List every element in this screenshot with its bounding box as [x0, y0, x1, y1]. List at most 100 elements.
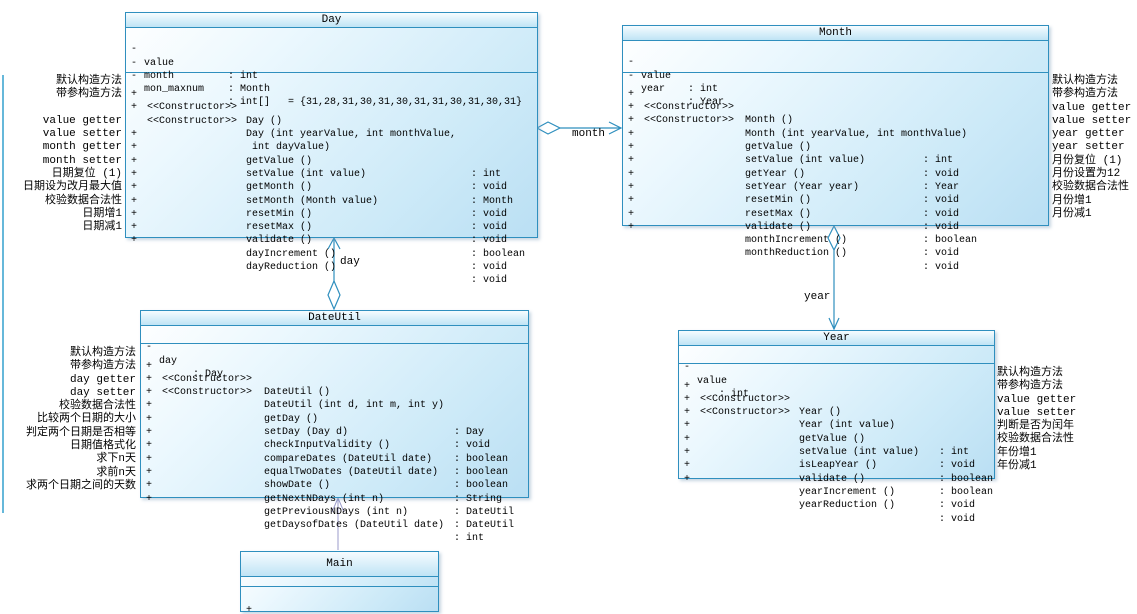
visibility-symbol: +: [131, 182, 138, 194]
attribute-name: year: [641, 83, 666, 95]
method-return-type: : void: [923, 208, 960, 220]
method-name: validate (): [246, 235, 313, 247]
class-box-month[interactable]: Month - value : int - year : Year +: [622, 25, 1049, 273]
class-box-year[interactable]: Year - value : int + <<Constructor>> Yea…: [678, 330, 995, 525]
method-return-type: : boolean: [939, 473, 994, 485]
method-row: + dayIncrement () : void: [126, 208, 537, 273]
visibility-symbol: +: [246, 605, 253, 614]
method-name: getNextNDays (int n): [264, 493, 385, 505]
method-name: int dayValue): [246, 142, 331, 154]
visibility-symbol: +: [684, 433, 691, 445]
visibility-symbol: +: [146, 387, 153, 399]
method-name: dayReduction (): [246, 262, 337, 274]
method-row: + getDaysofDates (DateUtil date) : int: [141, 479, 528, 545]
attribute-type: : Month: [228, 84, 271, 96]
method-name: validate (): [745, 221, 812, 233]
annotation-line: 求两个日期之间的天数: [26, 479, 136, 492]
method-row: + getValue () : int: [679, 393, 994, 458]
method-name: setValue (int value): [799, 447, 920, 459]
visibility-symbol: -: [684, 362, 691, 374]
annotation-line: value getter: [42, 114, 122, 127]
visibility-symbol: +: [131, 155, 138, 167]
method-name: DateUtil (int d, int m, int y): [264, 400, 445, 412]
attribute-name: value: [641, 70, 672, 82]
annotation-line: month setter: [42, 154, 122, 167]
attributes-section: - day : Day: [141, 326, 528, 380]
visibility-symbol: +: [146, 427, 153, 439]
method-name: getValue (): [799, 433, 866, 445]
method-return-type: : DateUtil: [454, 520, 515, 532]
annotation-line: value getter: [1052, 101, 1132, 114]
class-title: Main: [241, 552, 438, 577]
method-return-type: : int: [454, 533, 485, 545]
method-name: setValue (int value): [745, 155, 866, 167]
attribute-type: : int[] = {31,28,31,30,31,30,31,31,30,31…: [228, 97, 523, 109]
method-row: + validate () : boolean: [623, 181, 1048, 246]
attribute-name: value: [697, 375, 728, 387]
stereotype: <<Constructor>>: [147, 102, 238, 114]
method-name: getDay (): [264, 413, 319, 425]
visibility-symbol: +: [146, 413, 153, 425]
annotation-line: day setter: [69, 386, 136, 399]
class-box-day[interactable]: Day - value : int - month : Month - mon_…: [125, 12, 538, 286]
annotation-line: 日期增1: [82, 207, 122, 220]
attributes-section: - value : int - month : Month - mon_maxn…: [126, 28, 537, 108]
attribute-row: - month : Month: [126, 43, 537, 96]
visibility-symbol: +: [628, 221, 635, 233]
visibility-symbol: +: [146, 360, 153, 372]
visibility-symbol: +: [684, 460, 691, 472]
annotation-line: 月份减1: [1052, 207, 1092, 220]
methods-section: + <<Constructor>> Year () + <<Constructo…: [679, 364, 994, 525]
attribute-row: - value : int: [126, 30, 537, 82]
method-name: resetMax (): [745, 208, 812, 220]
method-name: isLeapYear (): [799, 460, 878, 472]
attribute-name: value: [144, 57, 175, 69]
attribute-name: mon_maxnum: [144, 84, 205, 96]
annotation-line: 带参构造方法: [56, 88, 122, 101]
visibility-symbol: +: [684, 380, 691, 392]
annotation-line: 比较两个日期的大小: [37, 413, 136, 426]
method-row: int dayValue): [126, 101, 537, 153]
stereotype: <<Constructor>>: [700, 407, 791, 419]
method-name: resetMin (): [745, 195, 812, 207]
method-return-type: : void: [471, 262, 508, 274]
visibility-symbol: +: [628, 168, 635, 180]
method-return-type: : void: [939, 500, 976, 512]
annotation-line: 求前n天: [96, 466, 136, 479]
method-return-type: : void: [939, 460, 976, 472]
visibility-symbol: -: [131, 57, 138, 69]
method-return-type: : int: [939, 447, 970, 459]
attributes-section: - value : int - year : Year: [623, 41, 1048, 108]
method-row: + getMonth () : Month: [126, 141, 537, 207]
method-row: + getValue () : int: [623, 101, 1048, 166]
method-return-type: : Year: [923, 181, 960, 193]
visibility-symbol: -: [628, 57, 635, 69]
method-row: + getYear () : Year: [623, 128, 1048, 193]
class-box-dateutil[interactable]: DateUtil - day : Day + <<Constructor>> D…: [140, 310, 529, 545]
visibility-symbol: +: [628, 195, 635, 207]
method-row: + <<Constructor>> Day (): [126, 75, 537, 127]
class-box-main[interactable]: Main + main (String args[]) : void: [240, 551, 439, 614]
method-name: getPreviousNDays (int n): [264, 506, 409, 518]
annotation-line: 日期减1: [82, 221, 122, 234]
aggregation-diamond-icon: [535, 121, 562, 135]
method-return-type: : int: [471, 168, 502, 180]
annotation-line: 求下n天: [96, 453, 136, 466]
aggregation-diamond-icon: [327, 279, 341, 311]
class-title: Month: [623, 26, 1048, 41]
method-return-type: : boolean: [454, 453, 509, 465]
visibility-symbol: +: [684, 447, 691, 459]
attribute-type: : int: [228, 70, 259, 82]
class-title: Year: [679, 331, 994, 346]
method-return-type: : void: [939, 513, 976, 525]
method-name: resetMin (): [246, 208, 313, 220]
method-row: + setYear (Year year) : void: [623, 141, 1048, 206]
method-return-type: : void: [471, 275, 508, 287]
open-arrow-icon: [828, 317, 840, 331]
visibility-symbol: +: [146, 480, 153, 492]
annotation-line: value setter: [997, 406, 1077, 419]
